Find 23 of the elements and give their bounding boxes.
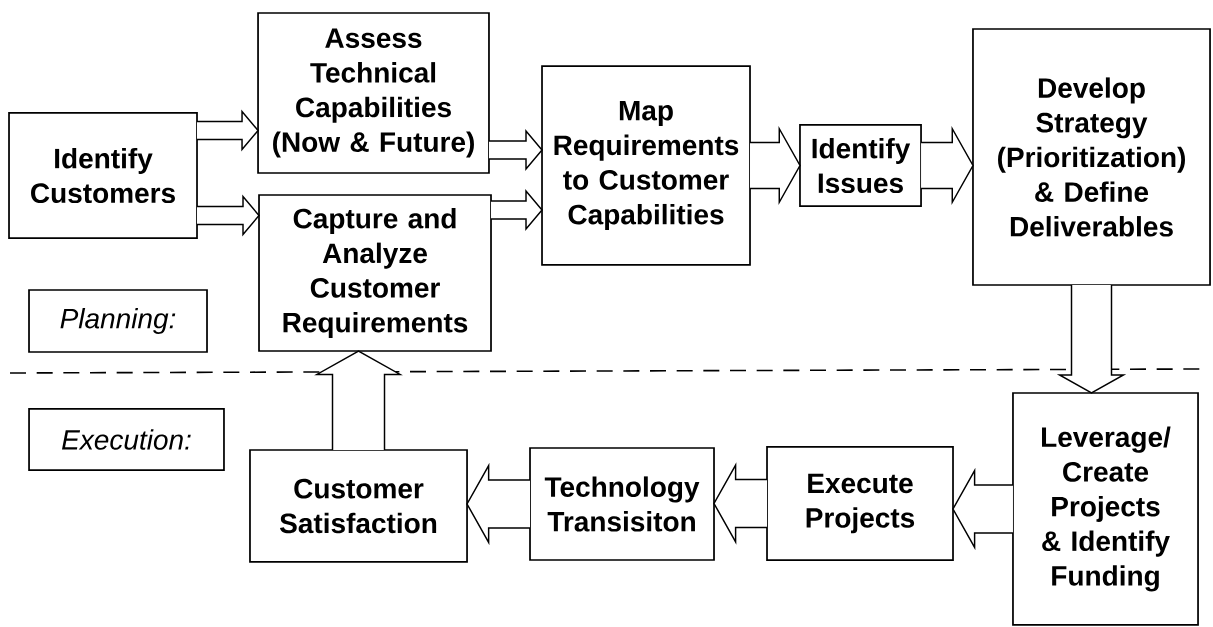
process-box: Capture and Analyze Customer Requirements (258, 194, 492, 352)
phase-label-box: Execution: (28, 408, 225, 471)
process-box: Execute Projects (766, 446, 954, 561)
process-box: Develop Strategy (Prioritization) & Define Deliverables (972, 28, 1211, 286)
process-box: Assess Technical Capabilities (Now & Future) (257, 12, 490, 174)
phase-label-box: Planning: (28, 289, 208, 353)
process-box: Identify Issues (799, 124, 922, 207)
block-arrow (749, 125, 801, 206)
process-box: Technology Transisiton (529, 447, 715, 561)
block-arrow (952, 467, 1014, 551)
block-arrow (466, 462, 531, 546)
block-arrow (1056, 284, 1127, 394)
block-arrow (314, 350, 403, 451)
process-box: Customer Satisfaction (249, 449, 468, 563)
block-arrow (196, 194, 260, 237)
block-arrow (920, 125, 974, 206)
process-box: Leverage/ Create Projects & Identify Funding (1012, 392, 1199, 626)
block-arrow (488, 129, 543, 171)
process-box: Identify Customers (8, 112, 198, 239)
block-arrow (490, 189, 543, 231)
block-arrow (713, 462, 768, 545)
process-box: Map Requirements to Customer Capabilities (541, 65, 751, 266)
block-arrow (196, 109, 259, 152)
